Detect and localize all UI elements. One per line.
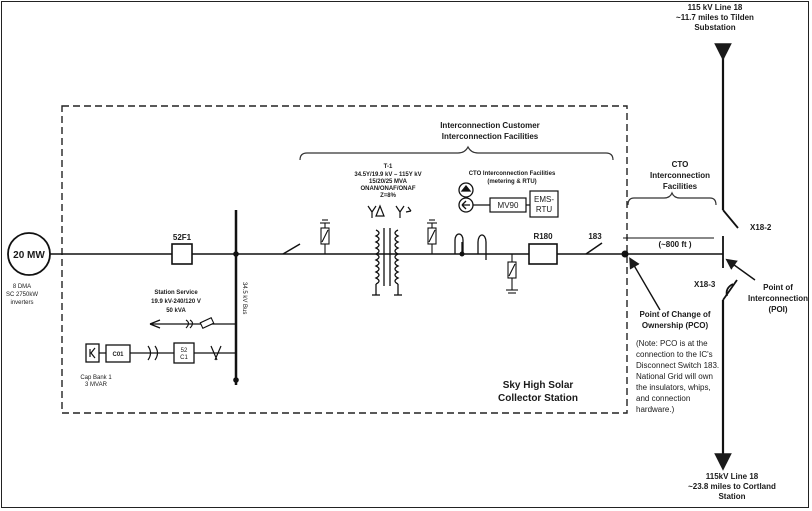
bus-label: 34.5 kV Bus [241,282,247,314]
ems-rtu-box [529,190,559,218]
line-south-dest2: Station [718,492,745,501]
fuse-symbol [199,317,215,329]
ems-rtu-line2: RTU [536,205,553,214]
generator-desc-1: 8 DMA [13,284,31,290]
cto-metering-line1: CTO Interconnection Facilities [469,171,556,177]
transformer-t1-symbol [372,228,402,296]
pco-line1: Point of Change of [639,310,710,319]
metering-ct-pt [454,233,487,260]
customer-facilities-line2: Interconnection Facilities [442,132,539,141]
note-line6: and connection [636,394,690,403]
surge-arrester-1 [320,219,330,254]
generator-label: 20 MW [13,250,45,261]
note-line7: hardware.) [636,405,675,414]
generator-desc-2: SC 2750kW [6,292,38,298]
cap-bank-breaker-label: C01 [112,352,124,358]
meter-symbols [458,182,530,213]
line-north-name: 115 kV Line 18 [688,3,743,12]
line-north-dest2: Substation [694,23,735,32]
poi-arrow [725,258,756,281]
note-line4: National Grid will own [636,372,713,381]
disconnect-switch-1 [282,243,301,255]
cap-bank-line1: Cap Bank 1 [80,375,112,381]
station-service-line2: 19.9 kV-240/120 V [151,299,201,305]
switch-183-label: 183 [588,232,602,241]
poi-line1: Point of [763,283,793,292]
note-line1: (Note: PCO is at the [636,339,708,348]
switch-183-symbol [585,242,603,255]
cap-bank-symbol [85,343,100,363]
switch-x18-2-symbol [722,209,739,255]
line-south-dest1: ~23.8 miles to Cortland [688,482,776,491]
station-boundary [61,105,628,414]
cap-bank-line2: 3 MVAR [85,382,108,388]
surge-arrester-3 [506,254,518,294]
surge-arrester-2 [427,219,437,254]
customer-facilities-brace [299,145,614,161]
mv90-label: MV90 [498,201,519,210]
breaker-52c1-line2: C1 [180,355,188,361]
transformer-line2: 15/20/25 MVA [369,179,408,185]
switch-x18-2-label: X18-2 [750,223,772,232]
breaker-52f1-label: 52F1 [173,233,192,242]
line-south-name: 115kV Line 18 [706,472,759,481]
note-line3: Disconnect Switch 183. [636,361,719,370]
pco-line2: Ownership (PCO) [642,321,709,330]
customer-facilities-line1: Interconnection Customer [440,121,540,130]
mv90-box [489,197,527,213]
transformer-line3: ONAN/ONAF/ONAF [361,186,416,192]
cto-facilities-brace [627,191,717,206]
cto-facilities-line2: Interconnection [650,171,710,180]
transformer-line4: Z=8% [380,193,397,199]
switch-x18-3-symbol [722,255,738,301]
breaker-52f1-symbol [171,243,193,265]
poi-line3: (POI) [768,305,787,314]
breaker-52c1-symbol [173,342,195,364]
transformer-name: T-1 [384,164,393,170]
transformer-line1: 34.5Y/19.9 kV – 115Y kV [354,172,421,178]
cap-bank-breaker-symbol [105,344,131,363]
cto-facilities-line1: CTO [672,160,689,169]
poi-line2: Interconnection [748,294,808,303]
breaker-r180-symbol [528,243,558,265]
station-name-line1: Sky High Solar [503,380,574,391]
breaker-52c1-line1: 52 [181,348,188,354]
ems-rtu-line1: EMS- [534,195,554,204]
station-name-line2: Collector Station [498,393,578,404]
distance-label: (~800 ft ) [658,240,691,249]
generator-symbol [7,232,51,276]
line-north-dest1: ~11.7 miles to Tilden [676,13,754,22]
generator-desc-3: inverters [10,300,33,306]
note-line2: connection to the IC's [636,350,713,359]
breaker-r180-label: R180 [533,232,553,241]
pco-node [621,250,629,258]
switch-x18-3-label: X18-3 [694,280,716,289]
pco-arrow [629,257,661,311]
note-line5: the insulators, whips, [636,383,711,392]
station-service-line1: Station Service [154,290,198,296]
cto-metering-line2: (metering & RTU) [487,179,536,185]
station-service-line3: 50 kVA [166,308,186,314]
cto-facilities-line3: Facilities [663,182,698,191]
winding-glyphs [367,204,412,218]
